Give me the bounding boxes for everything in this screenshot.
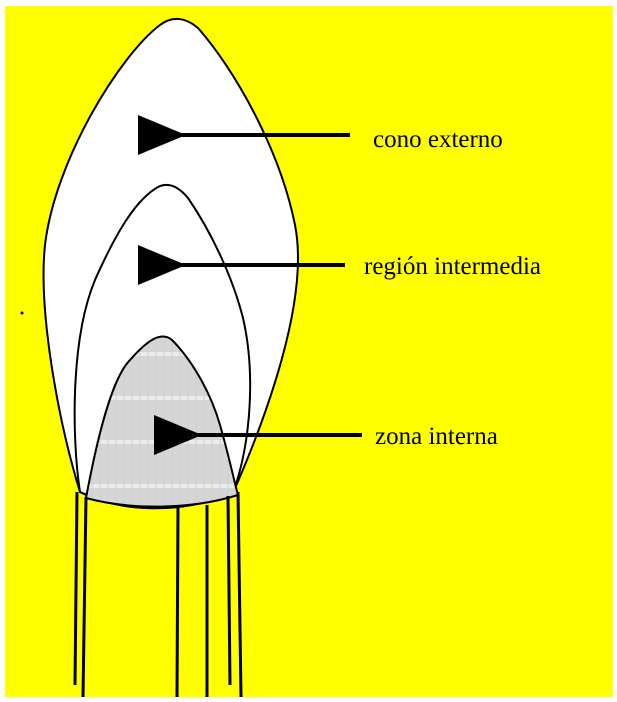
inner-zone-label: zona interna (375, 424, 498, 449)
intermediate-region-label: región intermedia (364, 254, 541, 279)
stray-dot (21, 312, 24, 315)
outer-cone-label: cono externo (373, 127, 503, 152)
